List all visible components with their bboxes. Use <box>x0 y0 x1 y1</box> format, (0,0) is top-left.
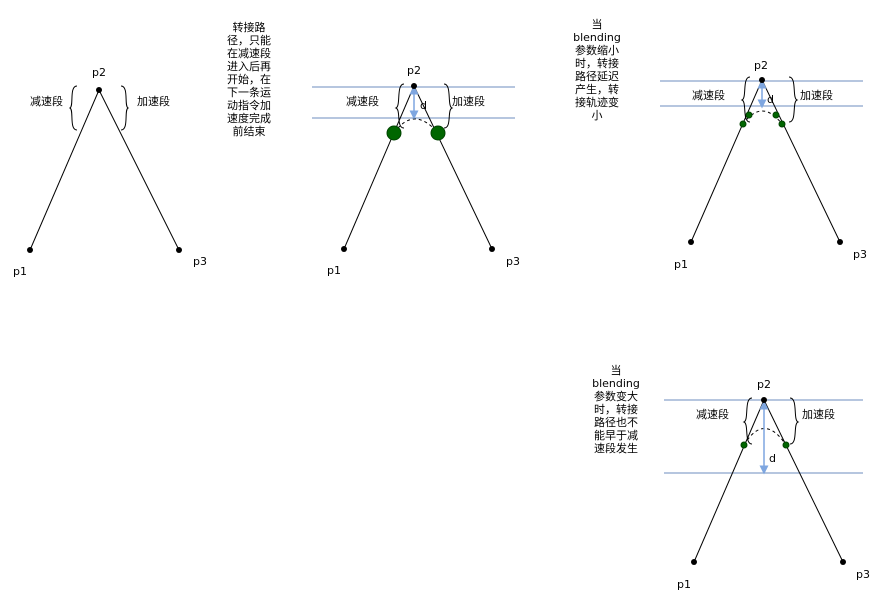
accel-brace <box>443 83 454 129</box>
label-p2: p2 <box>757 378 771 391</box>
decel-brace <box>68 85 78 131</box>
point-p3 <box>837 239 843 245</box>
point-p2 <box>411 83 417 89</box>
blend-start-point <box>739 120 747 128</box>
note-2: 当 blending 参数缩小 时，转接 路径延迟 产生，转 接轨迹变 小 <box>573 18 621 122</box>
label-p2: p2 <box>754 59 768 72</box>
segment-p1-p2 <box>343 85 415 250</box>
segment-p1-p2 <box>29 89 100 251</box>
point-p1 <box>341 246 347 252</box>
label-p3: p3 <box>193 255 207 268</box>
segment-p2-p3 <box>761 79 841 243</box>
label-d: d <box>767 93 774 106</box>
decel-brace <box>740 76 751 123</box>
label-decel: 减速段 <box>696 407 729 421</box>
label-accel: 加速段 <box>452 94 485 108</box>
point-p3 <box>840 559 846 565</box>
point-p2 <box>759 77 765 83</box>
decel-brace <box>742 397 753 445</box>
label-p3: p3 <box>856 568 870 581</box>
segment-p2-p3 <box>763 399 844 563</box>
diagram-3: p2 p1 p3 减速段 加速段 d <box>660 59 867 271</box>
segment-p2-p3 <box>98 89 180 251</box>
diagram-1: p2 p1 p3 减速段 加速段 <box>13 66 207 278</box>
point-p1 <box>691 559 697 565</box>
segment-p1-p2 <box>690 79 763 243</box>
label-p2: p2 <box>92 66 106 79</box>
note-3: 当 blending 参数变大 时，转接 路径也不 能早于减 速段发生 <box>592 364 640 455</box>
point-p1 <box>27 247 33 253</box>
label-p1: p1 <box>674 258 688 271</box>
label-decel: 减速段 <box>692 88 725 102</box>
blend-arc <box>742 110 783 125</box>
label-accel: 加速段 <box>800 88 833 102</box>
label-decel: 减速段 <box>30 94 63 108</box>
segment-p2-p3 <box>413 85 493 250</box>
blend-end-point <box>430 125 446 141</box>
label-d: d <box>769 452 776 465</box>
point-p3 <box>489 246 495 252</box>
label-decel: 减速段 <box>346 94 379 108</box>
label-p1: p1 <box>327 264 341 277</box>
label-p1: p1 <box>677 578 691 591</box>
point-p1 <box>688 239 694 245</box>
label-p3: p3 <box>506 255 520 268</box>
label-d: d <box>420 99 427 112</box>
point-p2 <box>96 87 102 93</box>
blend-start-point <box>740 441 748 449</box>
accel-brace <box>789 397 800 445</box>
blend-point-extra <box>772 111 780 119</box>
label-p2: p2 <box>407 64 421 77</box>
point-p2 <box>761 397 767 403</box>
label-accel: 加速段 <box>137 94 170 108</box>
segment-p1-p2 <box>693 399 765 563</box>
decel-brace <box>394 83 405 129</box>
note-1: 转接路 径，只能 在减速段 进入后再 开始，在 下一条运 动指令加 速度完成 前… <box>227 21 271 138</box>
blend-start-point <box>386 125 402 141</box>
label-accel: 加速段 <box>802 407 835 421</box>
point-p3 <box>176 247 182 253</box>
label-p3: p3 <box>853 248 867 261</box>
label-p1: p1 <box>13 265 27 278</box>
blend-end-point <box>778 120 786 128</box>
diagram-2: p2 p1 p3 减速段 加速段 d <box>312 64 520 277</box>
accel-brace <box>120 85 130 131</box>
accel-brace <box>788 76 799 123</box>
diagram-4: p2 p1 p3 减速段 加速段 d <box>664 378 870 591</box>
blend-point-extra <box>745 111 753 119</box>
blend-end-point <box>782 441 790 449</box>
